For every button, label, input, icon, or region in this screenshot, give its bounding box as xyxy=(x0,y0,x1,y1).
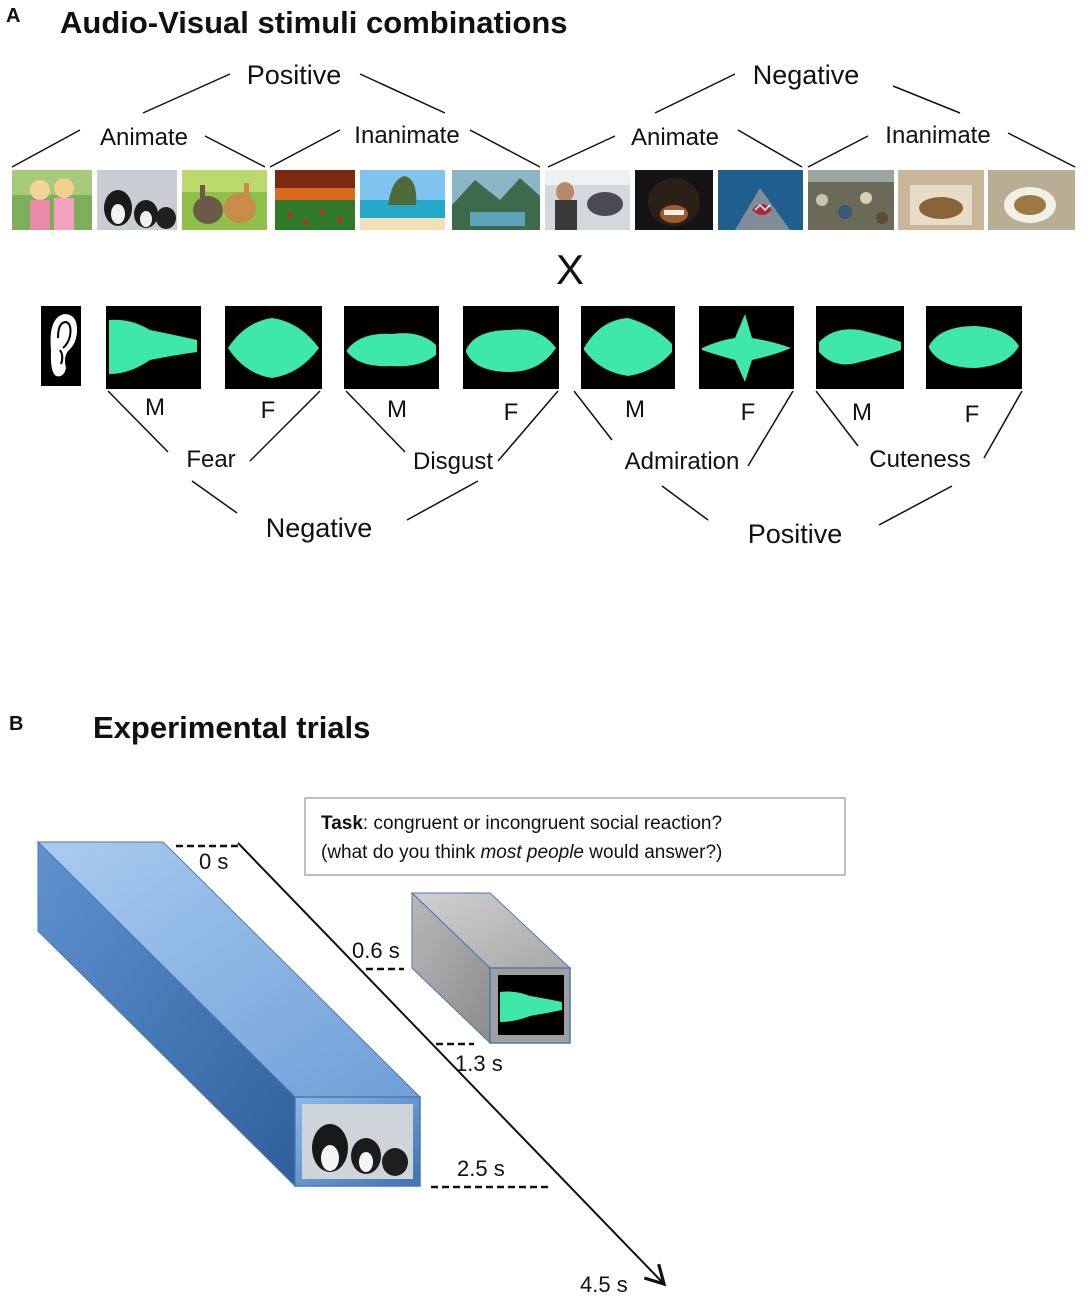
timeline-arrow xyxy=(237,842,667,1287)
task-line-2: (what do you think most people would ans… xyxy=(321,842,722,863)
time-0-6s-label: 0.6 s xyxy=(352,938,400,963)
admiration-male-label: M xyxy=(625,396,645,423)
angry-dog-photo xyxy=(635,170,713,230)
waveform-disgust-male xyxy=(344,306,439,389)
task-hint-end: would answer?) xyxy=(584,842,722,863)
disgust-male-label: M xyxy=(387,396,407,423)
visual-negative-label: Negative xyxy=(753,60,860,90)
admiration-female-label: F xyxy=(741,399,756,426)
time-2-5s-label: 2.5 s xyxy=(457,1156,505,1181)
cuteness-female-label: F xyxy=(965,401,980,428)
task-hint-start: (what do you think xyxy=(321,842,480,863)
trial-puppies-photo xyxy=(302,1104,413,1179)
fear-male-label: M xyxy=(145,394,165,421)
fear-female-label: F xyxy=(261,397,276,424)
waveform-cuteness-male xyxy=(816,306,904,389)
auditory-stimulus-box xyxy=(410,891,572,1045)
waveform-fear-male xyxy=(106,306,201,389)
task-box: Task: congruent or incongruent social re… xyxy=(304,797,846,876)
auditory-hierarchy-lines xyxy=(107,390,1023,526)
rabbits-photo xyxy=(182,170,267,230)
waveform-disgust-female xyxy=(463,306,559,389)
ear-icon xyxy=(41,306,81,386)
fear-label: Fear xyxy=(186,446,235,473)
beach-rock-photo xyxy=(360,170,445,230)
auditory-positive-label: Positive xyxy=(748,519,843,549)
cuteness-label: Cuteness xyxy=(869,446,970,473)
negative-inanimate-label: Inanimate xyxy=(885,122,990,149)
sunset-field-photo xyxy=(275,170,355,230)
waveform-admiration-male xyxy=(581,306,675,389)
mountain-lake-photo xyxy=(452,170,540,230)
waveform-fear-female xyxy=(225,306,322,389)
dirty-sink-photo xyxy=(898,170,984,230)
dirty-toilet-photo xyxy=(988,170,1075,230)
puppies-photo xyxy=(97,170,177,230)
disgust-label: Disgust xyxy=(413,448,493,475)
time-4-5s-label: 4.5 s xyxy=(580,1272,628,1297)
time-1-3s-label: 1.3 s xyxy=(455,1051,503,1076)
panel-b-letter: B xyxy=(9,713,23,735)
task-question: : congruent or incongruent social reacti… xyxy=(363,813,722,834)
waveform-cuteness-female xyxy=(926,306,1022,389)
visual-positive-label: Positive xyxy=(247,60,342,90)
admiration-label: Admiration xyxy=(625,448,740,475)
time-0s-label: 0 s xyxy=(199,849,228,874)
auditory-negative-label: Negative xyxy=(266,513,373,543)
shark-photo xyxy=(718,170,803,230)
positive-inanimate-label: Inanimate xyxy=(354,122,459,149)
task-line-1: Task: congruent or incongruent social re… xyxy=(321,813,722,834)
task-bold-label: Task xyxy=(321,813,363,834)
waveform-admiration-female xyxy=(699,306,794,389)
visual-hierarchy-lines xyxy=(11,73,1076,168)
disgust-female-label: F xyxy=(504,399,519,426)
trial-waveform xyxy=(498,975,564,1035)
waveform-strip xyxy=(106,306,1022,389)
cuteness-male-label: M xyxy=(852,399,872,426)
cross-symbol: X xyxy=(556,246,584,293)
photo-strip xyxy=(12,170,1075,230)
panel-a-title: Audio-Visual stimuli combinations xyxy=(60,5,568,40)
negative-animate-label: Animate xyxy=(631,124,719,151)
panel-b-title: Experimental trials xyxy=(93,710,370,745)
garbage-dump-photo xyxy=(808,170,894,230)
children-hugging-photo xyxy=(12,170,92,230)
visual-stimulus-box xyxy=(36,840,422,1188)
positive-animate-label: Animate xyxy=(100,124,188,151)
people-fighting-photo xyxy=(545,170,630,230)
panel-a-letter: A xyxy=(6,5,20,27)
task-hint-emphasis: most people xyxy=(480,842,584,863)
